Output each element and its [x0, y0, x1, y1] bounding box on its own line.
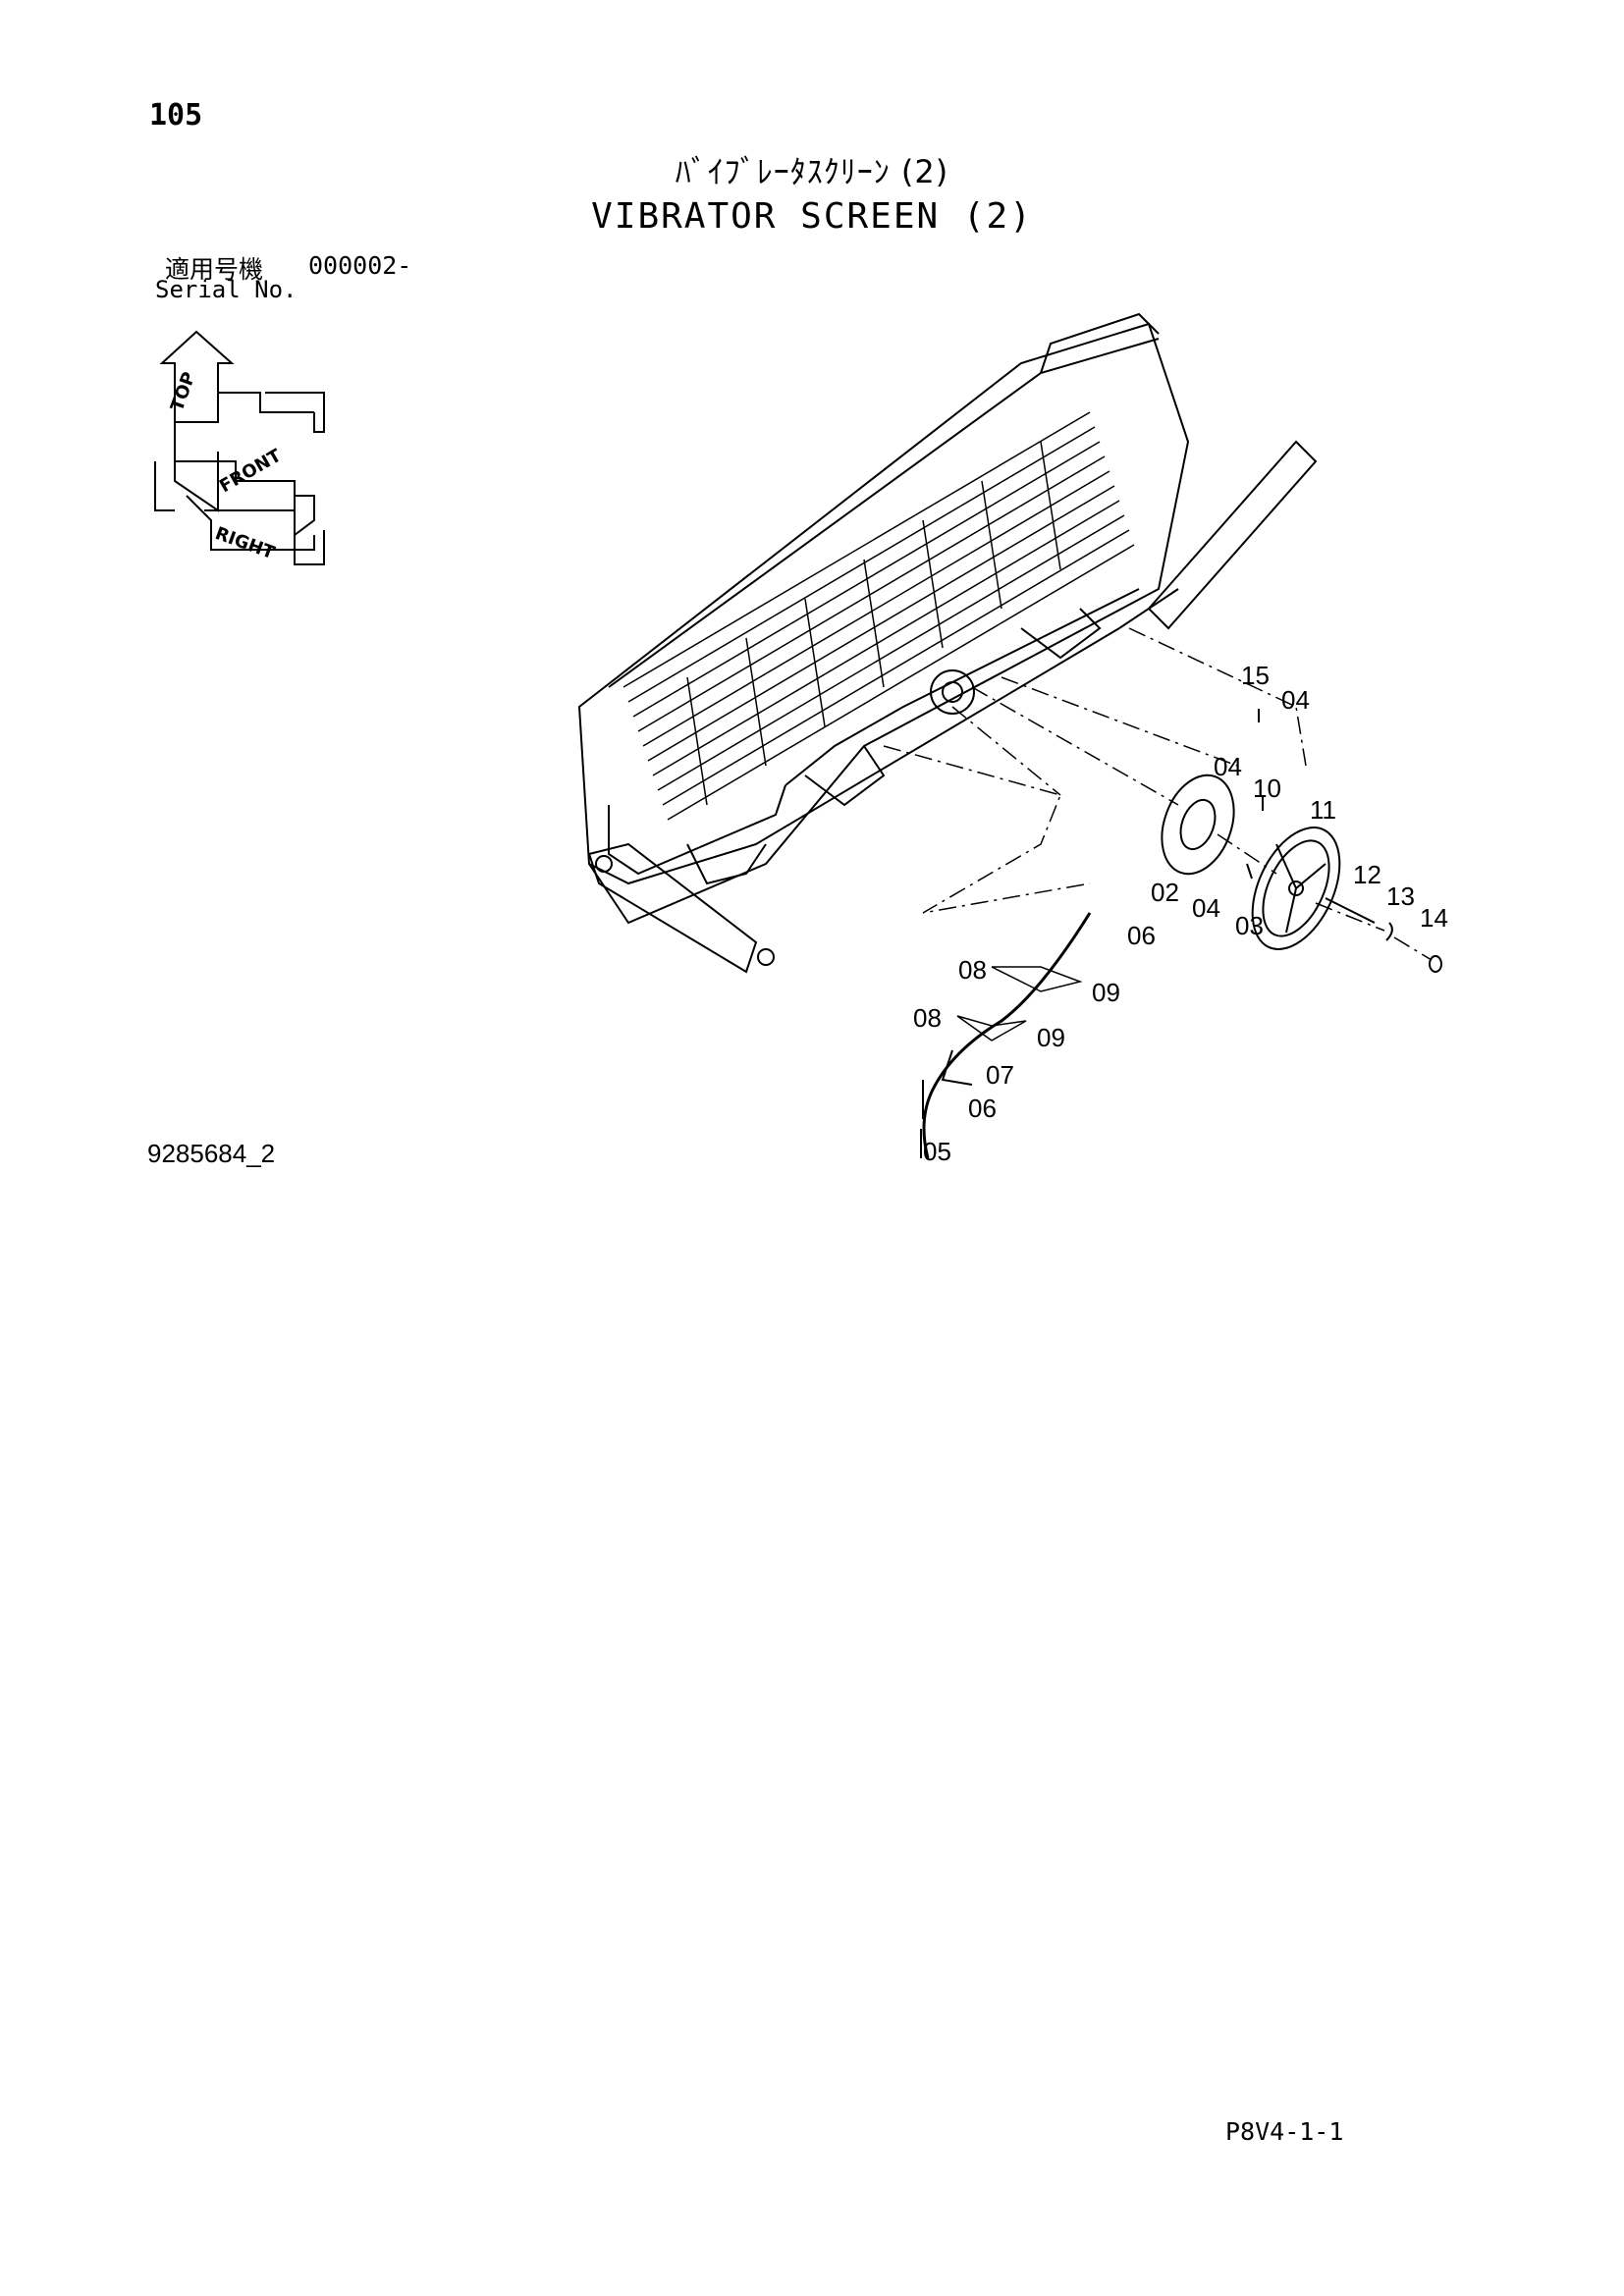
callout-04: 04: [1192, 893, 1220, 923]
serial-number-value: 000002-: [308, 251, 412, 280]
callout-12: 12: [1353, 860, 1381, 889]
drawing-number: 9285684_2: [147, 1139, 276, 1168]
callout-09: 09: [1037, 1023, 1065, 1052]
callout-13: 13: [1386, 881, 1415, 911]
callout-06: 06: [1127, 921, 1156, 950]
orientation-right-label: RIGHT: [212, 523, 278, 563]
callout-14: 14: [1420, 903, 1448, 933]
callout-11: 11: [1310, 795, 1336, 825]
page-number: 105: [149, 98, 203, 133]
orientation-top-label: TOP: [167, 369, 200, 414]
callout-04: 04: [1281, 685, 1310, 715]
callout-04: 04: [1214, 752, 1242, 781]
title-japanese: ﾊﾞｲﾌﾞﾚｰﾀｽｸﾘｰﾝ (2): [675, 153, 949, 190]
exploded-parts: [883, 627, 1442, 1159]
screen-mesh: [623, 411, 1135, 821]
orientation-indicator: TOP FRONT RIGHT: [154, 330, 325, 565]
callout-08: 08: [958, 955, 987, 985]
callout-15: 15: [1241, 661, 1270, 690]
orientation-front-label: FRONT: [216, 445, 286, 497]
callout-02: 02: [1151, 878, 1179, 907]
callout-05: 05: [923, 1137, 951, 1166]
callout-06: 06: [968, 1094, 997, 1123]
callout-10: 10: [1253, 774, 1281, 803]
serial-label-japanese: 適用号機: [165, 255, 264, 284]
callout-07: 07: [986, 1060, 1014, 1090]
vibrator-screen-body: [577, 312, 1318, 974]
page-title: VIBRATOR SCREEN (2): [591, 196, 1033, 237]
callout-09: 09: [1092, 978, 1120, 1007]
sheet-code: P8V4-1-1: [1225, 2117, 1344, 2146]
callout-08: 08: [913, 1003, 942, 1033]
serial-label: Serial No.: [155, 276, 298, 303]
callout-labels: 15 04 04 10 11 02 04 03 12 13 14 06 08 0…: [913, 661, 1448, 1166]
callout-03: 03: [1235, 911, 1264, 940]
